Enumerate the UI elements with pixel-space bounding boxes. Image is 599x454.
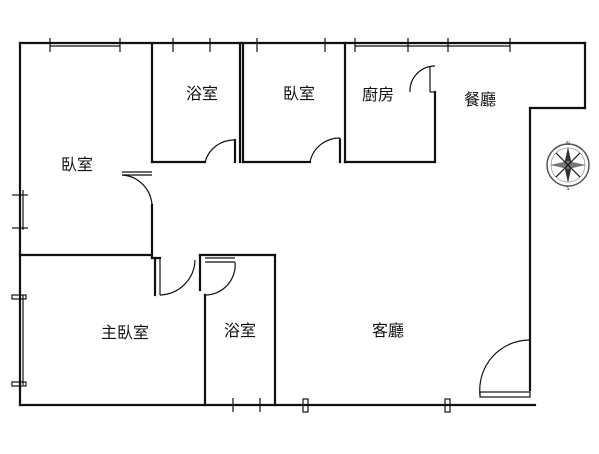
door-bath-bottom <box>204 261 236 296</box>
room-label-master-bedroom: 主臥室 <box>101 323 149 342</box>
doors <box>121 65 531 398</box>
room-label-bath-bottom: 浴室 <box>224 321 256 340</box>
interior-walls <box>18 41 437 407</box>
door-kitchen <box>409 65 436 93</box>
room-label-kitchen: 廚房 <box>362 85 394 104</box>
door-entrance <box>479 339 531 396</box>
door-bath-top <box>204 139 236 163</box>
room-label-bedroom-top: 臥室 <box>283 84 315 103</box>
outer-walls <box>11 38 587 413</box>
room-label-living-room: 客廳 <box>372 321 404 340</box>
compass: N S <box>546 141 590 192</box>
room-label-dining: 餐廳 <box>464 90 496 109</box>
compass-north-label: N <box>566 141 570 147</box>
room-label-bath-top: 浴室 <box>186 84 218 103</box>
door-bedroom-top <box>309 137 341 163</box>
room-label-bedroom-left: 臥室 <box>61 155 93 174</box>
door-bedroom-left <box>121 174 153 206</box>
room-labels: 浴室 臥室 廚房 餐廳 臥室 主臥室 浴室 客廳 <box>61 84 496 342</box>
door-master-bedroom <box>159 259 196 296</box>
compass-south-label: S <box>566 186 569 192</box>
